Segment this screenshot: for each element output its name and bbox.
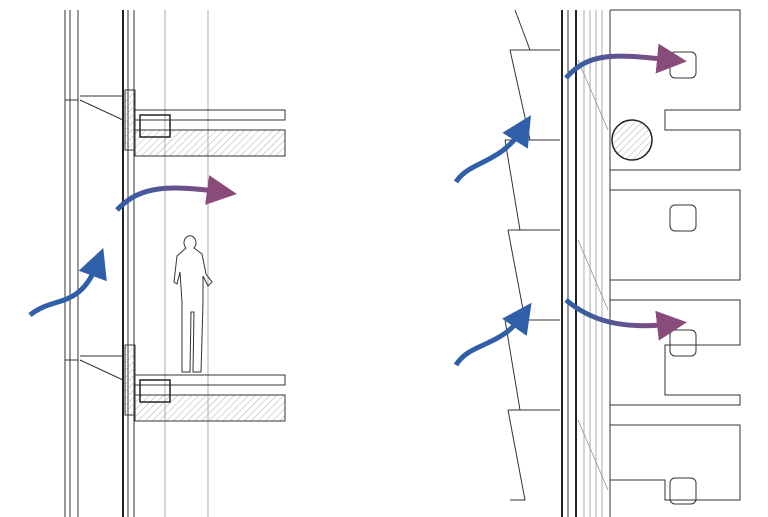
airflow-arrow-to-interior-upper [564, 43, 687, 80]
airflow-arrow-to-interior-lower [564, 298, 687, 341]
person-figure [173, 235, 213, 373]
louvers [504, 9, 560, 501]
floor-slab-upper [79, 89, 286, 157]
section-double-skin-facade [453, 9, 741, 517]
double-skin-layers [561, 10, 611, 517]
airflow-arrow-to-interior [115, 175, 237, 212]
airflow-arrow-inlet-lower [453, 302, 532, 367]
section-single-skin-facade [28, 10, 286, 517]
airflow-arrow-inlet [28, 247, 107, 318]
airflow-arrow-inlet-upper [453, 115, 531, 184]
facade-mullions [64, 10, 209, 517]
structural-column [611, 119, 653, 161]
interior-furniture [610, 9, 741, 505]
floor-slab-lower [79, 344, 286, 422]
